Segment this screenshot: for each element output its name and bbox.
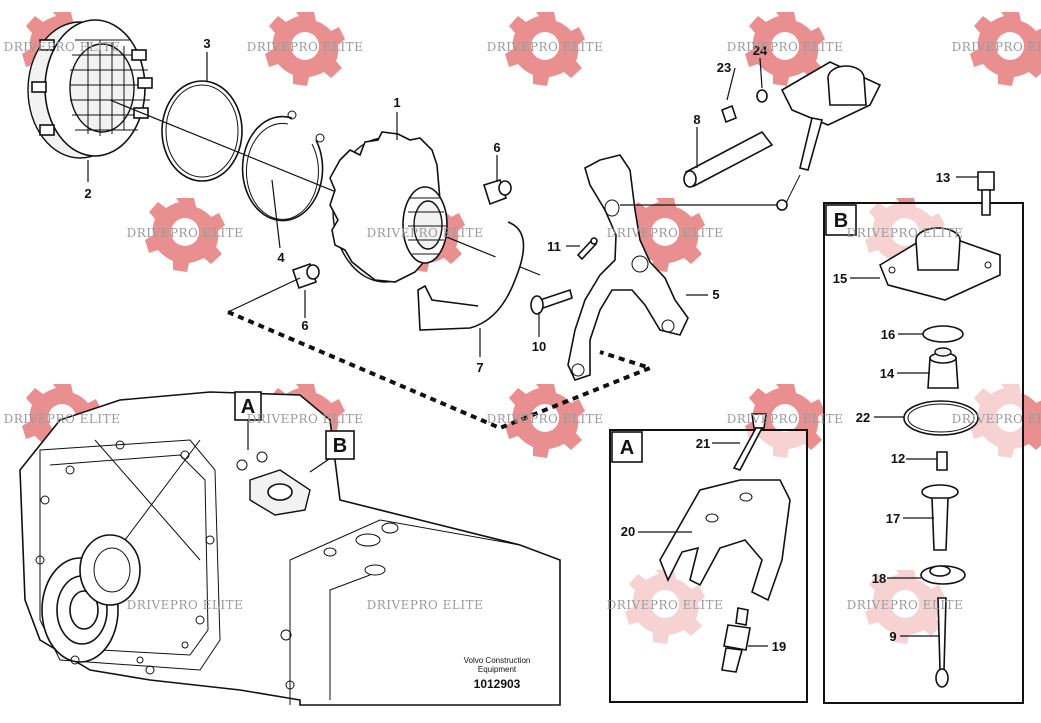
leader-line-6 bbox=[227, 277, 301, 313]
callout-15[interactable]: 15 bbox=[833, 271, 847, 286]
cover-part-15[interactable] bbox=[879, 227, 1001, 301]
pin-part-11[interactable] bbox=[576, 237, 598, 261]
watermark-text: DRIVEPRO ELITE bbox=[487, 412, 604, 426]
piston-part-14[interactable] bbox=[927, 347, 959, 389]
callout-7[interactable]: 7 bbox=[476, 360, 483, 375]
leader-lines bbox=[87, 52, 978, 647]
watermark-text: DRIVEPRO ELITE bbox=[952, 40, 1041, 54]
pin-part-6-lower[interactable] bbox=[291, 262, 320, 290]
callout-3[interactable]: 3 bbox=[203, 36, 210, 51]
callout-18[interactable]: 18 bbox=[872, 571, 886, 586]
watermark-text: DRIVEPRO ELITE bbox=[127, 226, 244, 240]
watermark-text: DRIVEPRO ELITE bbox=[847, 226, 964, 240]
pin-part-8[interactable] bbox=[683, 130, 774, 188]
callout-17[interactable]: 17 bbox=[886, 511, 900, 526]
detail-box-b: B bbox=[823, 171, 1024, 704]
drawing-footer: Volvo Construction Equipment 1012903 bbox=[464, 656, 531, 691]
detail-box-b-label: B bbox=[834, 210, 848, 232]
o-ring-part-22[interactable] bbox=[903, 400, 979, 436]
brand-line-2: Equipment bbox=[478, 665, 517, 674]
callout-1[interactable]: 1 bbox=[393, 95, 400, 110]
watermark-text: DRIVEPRO ELITE bbox=[847, 598, 964, 612]
rod-part-9[interactable] bbox=[935, 597, 949, 688]
callout-4[interactable]: 4 bbox=[277, 250, 285, 265]
detail-box-a-label: A bbox=[620, 437, 634, 459]
pin-part-6-upper[interactable] bbox=[482, 179, 512, 206]
callout-12[interactable]: 12 bbox=[891, 451, 905, 466]
callout-labels: 1 2 3 4 5 6 6 7 8 9 10 11 12 13 14 15 16… bbox=[84, 36, 950, 654]
o-ring-part-3[interactable] bbox=[161, 80, 243, 182]
shift-fork-part-5[interactable] bbox=[567, 154, 689, 381]
bolt-part-21[interactable] bbox=[732, 413, 767, 471]
callout-8[interactable]: 8 bbox=[693, 112, 700, 127]
spring-wire-part-7[interactable] bbox=[417, 221, 525, 331]
drawing-number: 1012903 bbox=[474, 677, 521, 691]
washer-part-24[interactable] bbox=[756, 89, 768, 103]
axis-line bbox=[109, 99, 541, 276]
callout-21[interactable]: 21 bbox=[696, 436, 710, 451]
callout-13[interactable]: 13 bbox=[936, 170, 950, 185]
watermark-text: DRIVEPRO ELITE bbox=[127, 598, 244, 612]
pin-part-12[interactable] bbox=[936, 451, 948, 471]
callout-20[interactable]: 20 bbox=[621, 524, 635, 539]
watermark-text: DRIVEPRO ELITE bbox=[487, 40, 604, 54]
dog-clutch-part-2[interactable] bbox=[27, 19, 153, 159]
watermark-text: DRIVEPRO ELITE bbox=[607, 226, 724, 240]
callout-24[interactable]: 24 bbox=[753, 43, 768, 58]
watermark-text-layer: DRIVEPRO ELITE DRIVEPRO ELITE DRIVEPRO E… bbox=[4, 40, 1041, 612]
housing-marker-b-label: B bbox=[333, 435, 347, 457]
callout-9[interactable]: 9 bbox=[889, 629, 896, 644]
watermark-text: DRIVEPRO ELITE bbox=[607, 598, 724, 612]
washer-part-18[interactable] bbox=[920, 565, 966, 585]
detail-box-a: A bbox=[609, 413, 808, 703]
callout-23[interactable]: 23 bbox=[717, 60, 731, 75]
watermark-text: DRIVEPRO ELITE bbox=[4, 40, 121, 54]
snap-ring-part-4[interactable] bbox=[241, 110, 325, 222]
watermark-text: DRIVEPRO ELITE bbox=[4, 412, 121, 426]
actuator-assembly[interactable] bbox=[776, 61, 882, 211]
bolt-part-10[interactable] bbox=[530, 288, 573, 315]
callout-11[interactable]: 11 bbox=[547, 239, 561, 254]
watermark-text: DRIVEPRO ELITE bbox=[952, 412, 1041, 426]
watermark-text: DRIVEPRO ELITE bbox=[247, 40, 364, 54]
watermark-text: DRIVEPRO ELITE bbox=[367, 598, 484, 612]
watermark-text: DRIVEPRO ELITE bbox=[367, 226, 484, 240]
callout-22[interactable]: 22 bbox=[856, 410, 870, 425]
callout-6-upper[interactable]: 6 bbox=[493, 140, 500, 155]
housing-marker-a[interactable]: A bbox=[234, 391, 262, 421]
leader-dashed-line bbox=[227, 310, 656, 431]
watermark-text: DRIVEPRO ELITE bbox=[727, 40, 844, 54]
callout-5[interactable]: 5 bbox=[712, 287, 719, 302]
callout-2[interactable]: 2 bbox=[84, 186, 91, 201]
bracket-part-20[interactable] bbox=[659, 479, 791, 602]
callout-19[interactable]: 19 bbox=[772, 639, 786, 654]
bolt-part-13[interactable] bbox=[977, 171, 995, 216]
bolt-part-23[interactable] bbox=[721, 104, 737, 124]
callout-16[interactable]: 16 bbox=[881, 327, 895, 342]
housing-marker-b[interactable]: B bbox=[325, 430, 355, 460]
watermark-text: DRIVEPRO ELITE bbox=[727, 412, 844, 426]
brand-line-1: Volvo Construction bbox=[464, 656, 531, 665]
callout-6-lower[interactable]: 6 bbox=[301, 318, 308, 333]
o-ring-part-16[interactable] bbox=[922, 325, 964, 343]
axle-housing-drawing bbox=[19, 391, 561, 706]
callout-14[interactable]: 14 bbox=[880, 366, 895, 381]
clutch-sleeve-part-1[interactable] bbox=[329, 131, 448, 283]
sensor-part-19[interactable] bbox=[721, 607, 751, 673]
watermark-text: DRIVEPRO ELITE bbox=[247, 412, 364, 426]
plunger-part-17[interactable] bbox=[921, 484, 959, 551]
callout-10[interactable]: 10 bbox=[532, 339, 546, 354]
housing-marker-a-label: A bbox=[241, 396, 255, 418]
